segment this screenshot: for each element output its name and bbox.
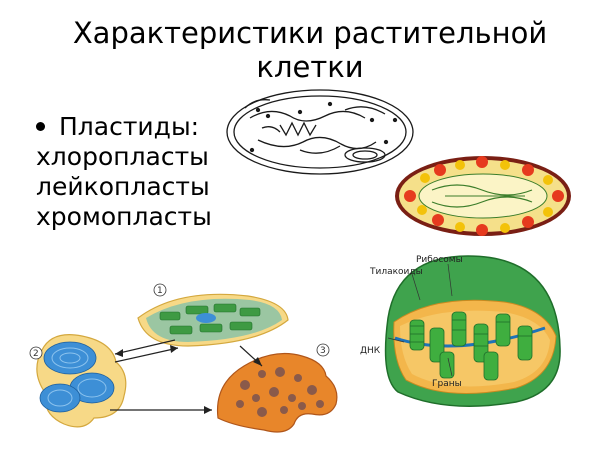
colored-plastid-figure [395, 156, 571, 236]
label-thylakoids: Тилакоиды [369, 267, 423, 277]
grana-stacks [409, 311, 533, 381]
slide-title: Характеристики растительной клетки [40, 16, 580, 84]
list-item-chromoplasts: хромопласты [36, 202, 212, 231]
list-item-chloroplasts: хлоропласты [36, 142, 209, 171]
label-grana: Граны [432, 379, 462, 389]
title-line-1: Характеристики растительной [72, 16, 548, 50]
outline-plastid-figure [226, 89, 414, 175]
chloroplast-3d-figure: Рибосомы Тилакоиды ДНК Граны [360, 255, 561, 407]
label-dna: ДНК [360, 346, 381, 356]
plastid-cycle-figure: 1 2 3 [29, 283, 338, 433]
plastid-list: Пластиды: хлоропласты лейкопласты хромоп… [36, 112, 212, 232]
bullet-text: Пластиды: [59, 112, 200, 141]
bullet-row: Пластиды: [36, 112, 212, 142]
cycle-number-3: 3 [320, 346, 326, 356]
title-line-2: клетки [256, 50, 364, 84]
cycle-number-2: 2 [33, 349, 39, 359]
cycle-number-1: 1 [157, 286, 163, 296]
list-item-leucoplasts: лейкопласты [36, 172, 210, 201]
label-ribosomes: Рибосомы [416, 255, 463, 265]
bullet-dot-icon [36, 122, 45, 131]
